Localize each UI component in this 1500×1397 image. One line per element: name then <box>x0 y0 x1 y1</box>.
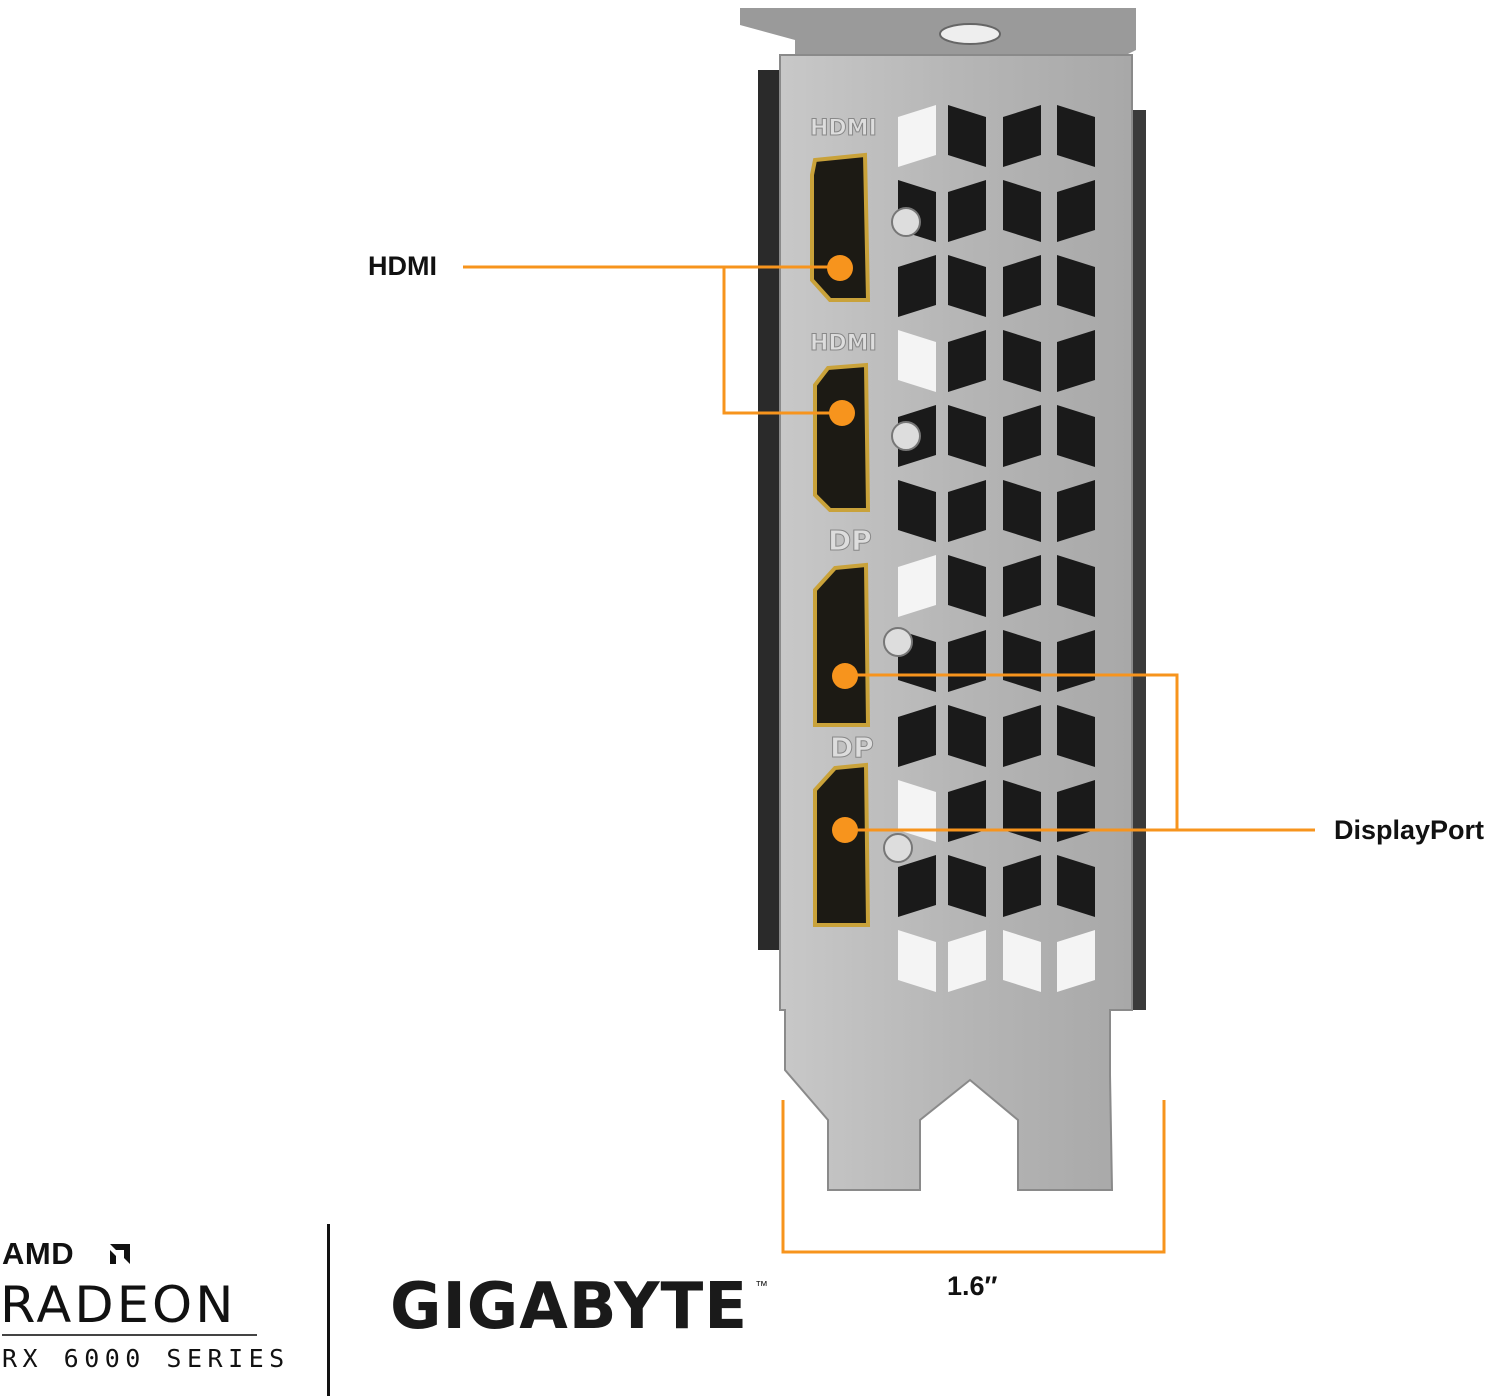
bracket-label-dp-1: DP <box>828 524 872 557</box>
width-dimension-label: 1.6″ <box>947 1271 998 1301</box>
bracket-label-dp-2: DP <box>830 731 874 764</box>
series-label: RX 6000 SERIES <box>2 1344 290 1373</box>
vent-hole <box>1003 855 1041 917</box>
vent-hole <box>948 330 986 392</box>
vent-hole <box>1003 180 1041 242</box>
vent-hole <box>1057 180 1095 242</box>
vent-hole <box>948 555 986 617</box>
vent-hole <box>898 255 936 317</box>
vent-hole <box>1057 480 1095 542</box>
width-dimension-bracket <box>781 1100 1166 1254</box>
vent-hole <box>1003 480 1041 542</box>
bracket-top-fold <box>740 8 1136 58</box>
vent-grid <box>898 105 1095 992</box>
bracket-screw-hole <box>939 23 1001 45</box>
vent-hole <box>898 855 936 917</box>
vent-hole <box>1003 405 1041 467</box>
vent-hole <box>948 705 986 767</box>
bracket-label-hdmi-1: HDMI <box>810 116 877 141</box>
hdmi-callout-label: HDMI <box>368 251 437 281</box>
screw-icon <box>883 833 913 863</box>
logo-rule <box>2 1334 257 1336</box>
vent-hole <box>898 705 936 767</box>
displayport-callout-label: DisplayPort <box>1334 815 1485 845</box>
logo-divider <box>327 1224 330 1396</box>
amd-logo: AMD <box>2 1236 75 1271</box>
vent-hole <box>1057 555 1095 617</box>
dp-1-marker-dot <box>832 663 858 689</box>
hdmi-2-marker-dot <box>829 400 855 426</box>
gigabyte-logo: GIGABYTE <box>390 1270 749 1344</box>
vent-hole <box>898 480 936 542</box>
vent-hole <box>948 105 986 167</box>
dp-callout-branch <box>845 673 1179 830</box>
vent-hole <box>1057 705 1095 767</box>
vent-hole <box>1057 930 1095 992</box>
vent-hole <box>898 555 936 617</box>
hdmi-1-marker-dot <box>827 255 853 281</box>
vent-hole <box>948 855 986 917</box>
dp-2-marker-dot <box>832 817 858 843</box>
displayport-port-2 <box>813 762 871 927</box>
vent-hole <box>1057 330 1095 392</box>
vent-hole <box>1003 930 1041 992</box>
displayport-port-1 <box>813 562 871 727</box>
vent-hole <box>948 780 986 842</box>
vent-hole <box>1057 405 1095 467</box>
hdmi-callout-branch <box>722 267 842 415</box>
trademark-symbol: ™ <box>755 1278 768 1293</box>
vent-hole <box>898 780 936 842</box>
bracket-label-hdmi-2: HDMI <box>810 331 877 356</box>
vent-hole <box>948 480 986 542</box>
screw-icon <box>883 627 913 657</box>
vent-hole <box>1057 780 1095 842</box>
vent-hole <box>898 330 936 392</box>
vent-hole <box>948 405 986 467</box>
vent-hole <box>1003 705 1041 767</box>
vent-hole <box>1003 330 1041 392</box>
vent-hole <box>1003 255 1041 317</box>
radeon-logo: RADEON <box>0 1276 237 1334</box>
vent-hole <box>948 180 986 242</box>
vent-hole <box>898 930 936 992</box>
screw-icon <box>891 421 921 451</box>
vent-hole <box>1003 780 1041 842</box>
vent-hole <box>1057 105 1095 167</box>
vent-hole <box>1003 555 1041 617</box>
amd-arrow-icon <box>108 1242 132 1266</box>
vent-hole <box>948 255 986 317</box>
callout-lines <box>463 265 1315 1254</box>
vent-hole <box>1057 855 1095 917</box>
card-side-edge <box>1132 110 1146 1010</box>
screw-icon <box>891 207 921 237</box>
vent-hole <box>898 105 936 167</box>
hdmi-port-1 <box>810 152 871 302</box>
vent-hole <box>1003 105 1041 167</box>
hdmi-port-2 <box>813 362 871 512</box>
vent-hole <box>1057 255 1095 317</box>
vent-hole <box>948 930 986 992</box>
